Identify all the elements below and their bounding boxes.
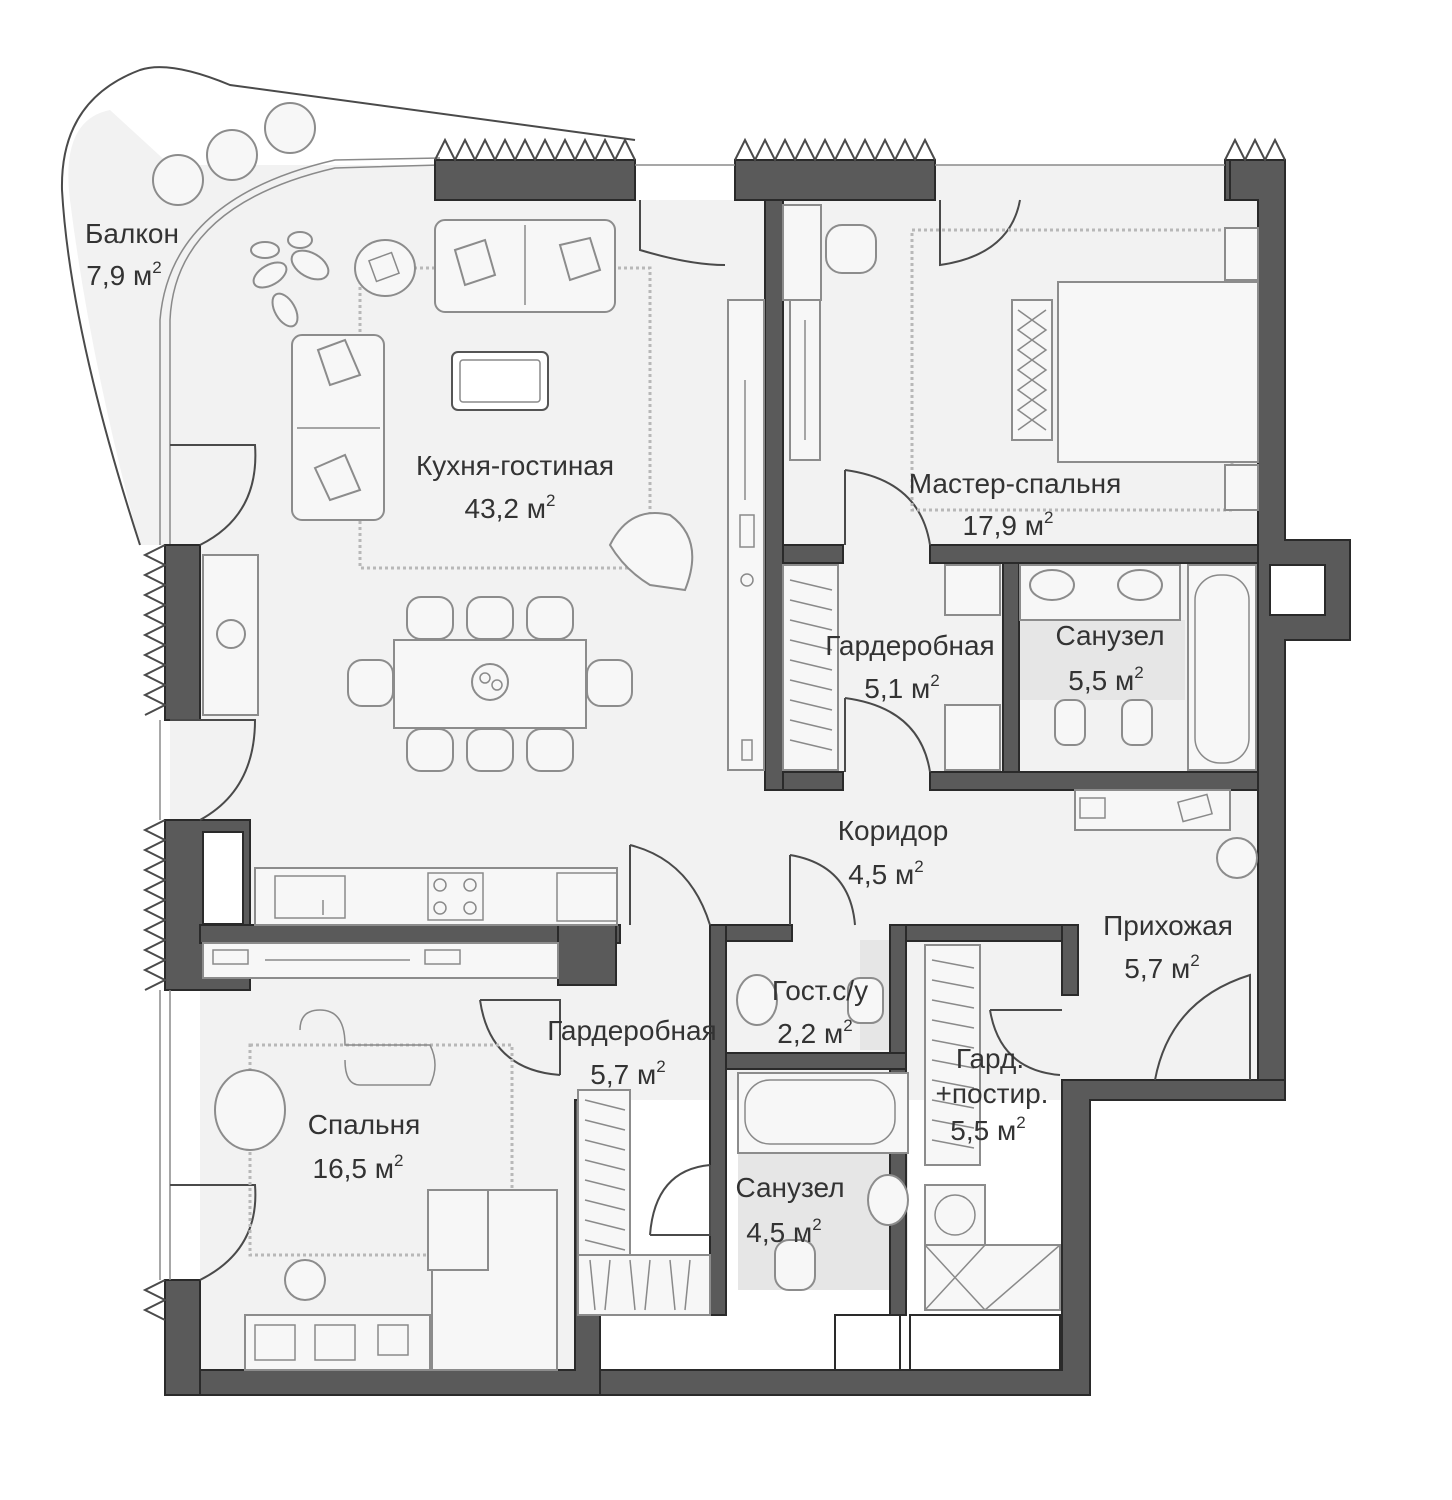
window-zigzags xyxy=(142,137,1286,1321)
kitchen-living-area: 43,2 м2 xyxy=(465,491,556,524)
hallway-label: Прихожая 5,7 м2 xyxy=(1103,910,1233,984)
wardrobe-2-label: Гардеробная 5,7 м2 xyxy=(547,1015,716,1090)
bedroom-label: Спальня 16,5 м2 xyxy=(308,1109,421,1184)
balcony-label: Балкон 7,9 м2 xyxy=(85,218,179,291)
bathroom-2-area: 4,5 м2 xyxy=(746,1215,821,1248)
window-lines xyxy=(159,164,1225,1280)
wardrobe-2-area: 5,7 м2 xyxy=(590,1057,665,1090)
bathroom-1-area: 5,5 м2 xyxy=(1068,663,1143,696)
master-bedroom-label: Мастер-спальня 17,9 м2 xyxy=(909,468,1121,541)
corridor-name: Коридор xyxy=(838,815,949,846)
hallway-area: 5,7 м2 xyxy=(1124,951,1199,984)
laundry-area: 5,5 м2 xyxy=(950,1113,1025,1146)
kitchen-living-label: Кухня-гостиная 43,2 м2 xyxy=(416,450,614,524)
wardrobe-1-label: Гардеробная 5,1 м2 xyxy=(825,630,994,704)
bathroom-1-label: Санузел 5,5 м2 xyxy=(1055,620,1164,696)
laundry-name-line1: Гард. xyxy=(956,1043,1024,1074)
corridor-area: 4,5 м2 xyxy=(848,857,923,890)
floor-areas xyxy=(68,110,1258,1370)
balcony-outline xyxy=(60,66,636,546)
guest-wc-area: 2,2 м2 xyxy=(777,1016,852,1049)
plant-icon xyxy=(250,231,330,328)
guest-wc-name: Гост.с/у xyxy=(772,975,868,1006)
furniture xyxy=(202,204,1259,1371)
bathroom-2-name: Санузел xyxy=(735,1172,844,1203)
laundry-name-line2: +постир. xyxy=(936,1078,1049,1109)
doors xyxy=(170,199,1251,1281)
bathroom-2-label: Санузел 4,5 м2 xyxy=(735,1172,844,1248)
guest-wc-label: Гост.с/у 2,2 м2 xyxy=(772,975,868,1049)
bathroom-1-name: Санузел xyxy=(1055,620,1164,651)
wardrobe-2-name: Гардеробная xyxy=(547,1015,716,1046)
corridor-label: Коридор 4,5 м2 xyxy=(838,815,949,890)
master-bedroom-area: 17,9 м2 xyxy=(963,508,1054,541)
kitchen-living-name: Кухня-гостиная xyxy=(416,450,614,481)
bedroom-name: Спальня xyxy=(308,1109,421,1140)
balcony-floor xyxy=(68,110,335,545)
balcony-area: 7,9 м2 xyxy=(86,258,161,291)
bedroom-area: 16,5 м2 xyxy=(313,1151,404,1184)
room-labels: Балкон 7,9 м2 Кухня-гостиная 43,2 м2 Мас… xyxy=(85,218,1233,1248)
master-bedroom-name: Мастер-спальня xyxy=(909,468,1121,499)
hallway-name: Прихожая xyxy=(1103,910,1233,941)
balcony-name: Балкон xyxy=(85,218,179,249)
wardrobe-1-name: Гардеробная xyxy=(825,630,994,661)
wardrobe-1-area: 5,1 м2 xyxy=(864,671,939,704)
laundry-label: Гард. +постир. 5,5 м2 xyxy=(936,1043,1049,1146)
